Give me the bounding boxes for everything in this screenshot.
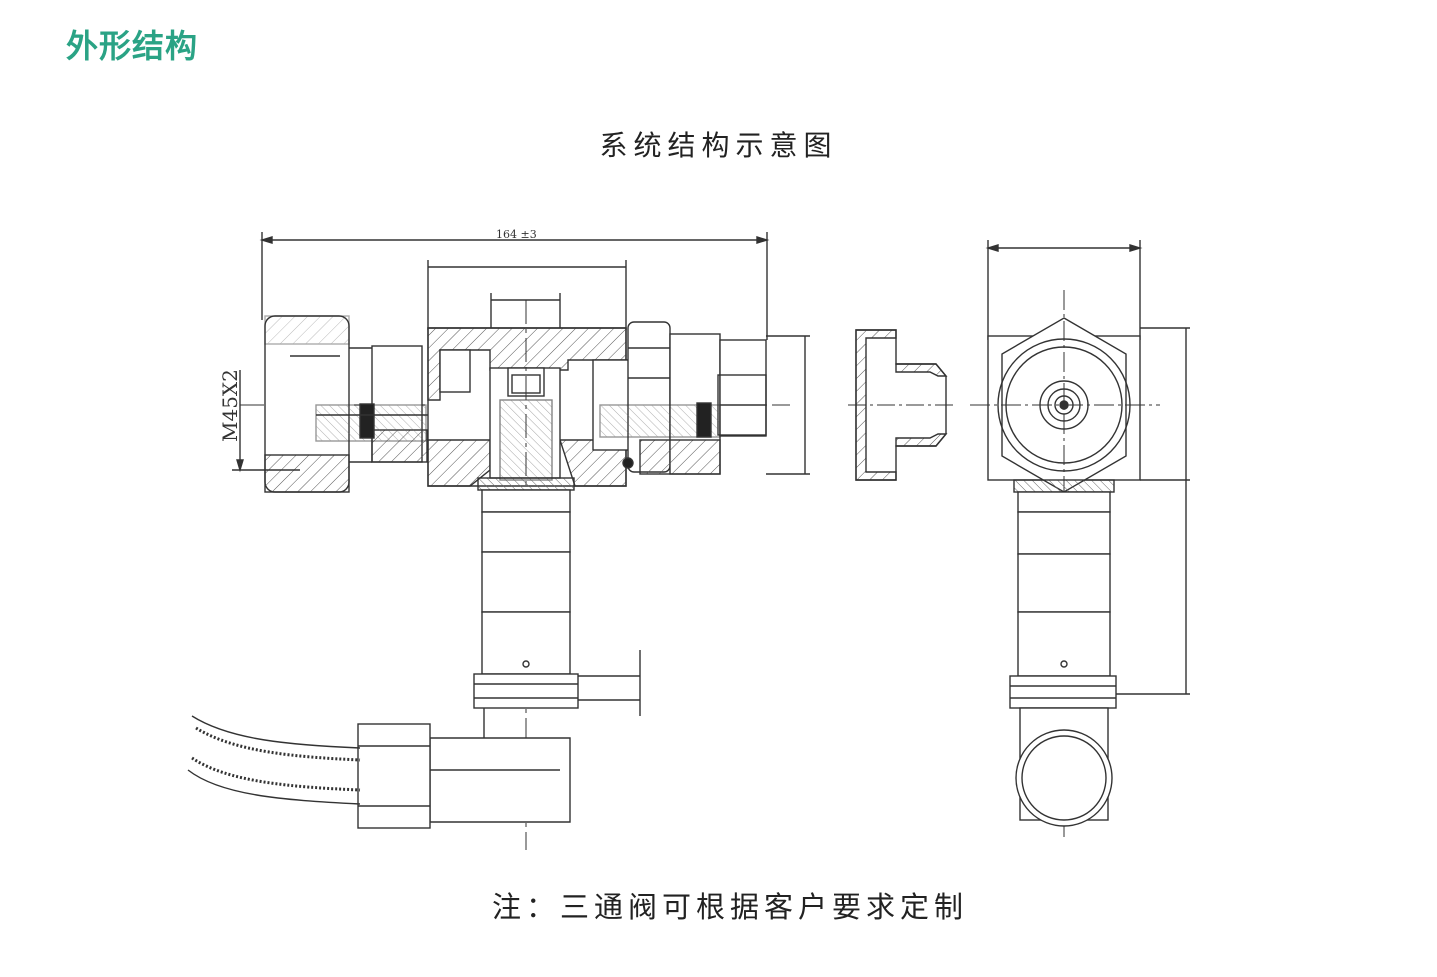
- cap-profile-view: [848, 329, 955, 481]
- dimension-right-height: [766, 335, 810, 475]
- front-section-view: 164 ±3: [187, 228, 810, 850]
- valve-body: [427, 300, 627, 850]
- left-connector: [315, 345, 428, 463]
- footer-note: 注：三通阀可根据客户要求定制: [491, 890, 968, 924]
- dimension-thread: [232, 370, 300, 473]
- sensor-body: [473, 477, 641, 738]
- thread-label: M45X2: [218, 369, 242, 442]
- dimension-overall-length-label: 164 ±3: [496, 228, 537, 241]
- dimension-center-length: [427, 260, 627, 330]
- dimension-overall-length: [259, 232, 770, 340]
- end-view: [970, 240, 1190, 840]
- right-hex-fitting: [592, 321, 767, 475]
- diagram-title: 系统结构示意图: [599, 129, 838, 162]
- cable-elbow: [187, 715, 571, 829]
- section-heading: 外形结构: [66, 27, 199, 65]
- left-union-nut: [264, 315, 372, 493]
